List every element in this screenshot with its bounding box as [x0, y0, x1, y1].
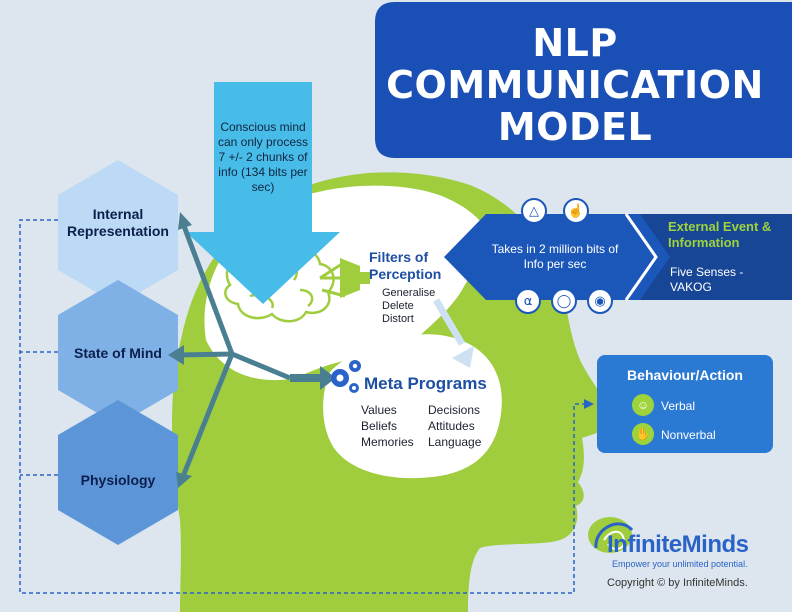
- five-senses-text: Five Senses - VAKOG: [670, 265, 744, 294]
- external-event-chevron: [640, 214, 792, 300]
- filter-item: Delete: [382, 300, 414, 312]
- internal-representation-label: Internal Representation: [67, 206, 169, 239]
- behaviour-action-title: Behaviour/Action: [627, 367, 743, 383]
- hex-state-of-mind: [58, 280, 178, 425]
- title-line-3: MODEL: [497, 105, 653, 149]
- handshake-icon: ✋: [632, 423, 654, 445]
- eye-icon: ◉: [587, 288, 613, 314]
- infinite-minds-logo-text: InfiniteMinds: [607, 531, 749, 558]
- filter-item: Distort: [382, 313, 414, 325]
- meta-program-item: Attitudes: [428, 419, 475, 433]
- input-rate-text: Takes in 2 million bits of Info per sec: [491, 242, 619, 271]
- feedback-arrows: [177, 225, 291, 475]
- meta-programs-area: [323, 334, 502, 479]
- state-of-mind-label: State of Mind: [74, 345, 162, 361]
- external-event-title: External Event & Information: [668, 219, 772, 250]
- brand-tagline: Empower your unlimited potential.: [612, 559, 748, 569]
- meta-program-item: Decisions: [428, 403, 481, 417]
- dashed-loop: [19, 219, 588, 594]
- meta-programs-column-2: Decisions Attitudes Language: [428, 402, 481, 450]
- behaviour-verbal: Verbal: [661, 399, 696, 413]
- meta-programs-column-1: Values Beliefs Memories: [361, 402, 414, 450]
- hex-physiology: [58, 400, 178, 545]
- copyright-notice: Copyright © by InfiniteMinds.: [607, 577, 748, 589]
- behaviour-nonverbal: Nonverbal: [661, 428, 716, 442]
- filters-of-perception-title: Filters of Perception: [369, 249, 442, 282]
- input-chevron-divider: [624, 213, 658, 301]
- meta-program-item: Values: [361, 403, 397, 417]
- conscious-mind-text: Conscious mind can only process 7 +/- 2 …: [217, 120, 309, 194]
- title-banner: [375, 2, 792, 158]
- meta-program-item: Language: [428, 435, 482, 449]
- filter-to-meta-arrow: [432, 298, 466, 346]
- dashed-loop-arrowhead: [584, 399, 594, 409]
- lips-icon: ◯: [551, 288, 577, 314]
- filter-item: Generalise: [382, 287, 436, 299]
- physiology-label: Physiology: [80, 472, 156, 488]
- meta-program-item: Beliefs: [361, 419, 398, 433]
- feedback-arrowheads: [168, 212, 192, 488]
- filter-to-meta-arrowhead: [452, 346, 474, 368]
- speaking-people-icon: ☺: [632, 394, 654, 416]
- meta-program-item: Memories: [361, 435, 414, 449]
- perception-funnel: [340, 258, 360, 298]
- title-line-1: NLP: [532, 21, 618, 65]
- infinite-minds-logo-mark: [588, 517, 634, 553]
- ear-icon: ⍺: [515, 288, 541, 314]
- meta-programs-title: Meta Programs: [364, 374, 487, 393]
- perception-funnel-neck: [360, 272, 370, 284]
- touch-hand-icon: ☝: [563, 198, 589, 224]
- hex-internal-representation: [58, 160, 178, 305]
- gears-icon: [331, 360, 361, 393]
- meta-arrow-into-head: [290, 366, 336, 390]
- conscious-mind-arrow: [186, 82, 340, 304]
- nose-icon: △: [521, 198, 547, 224]
- title-line-2: COMMUNICATION: [386, 63, 764, 107]
- filters-list: Generalise Delete Distort: [382, 287, 435, 326]
